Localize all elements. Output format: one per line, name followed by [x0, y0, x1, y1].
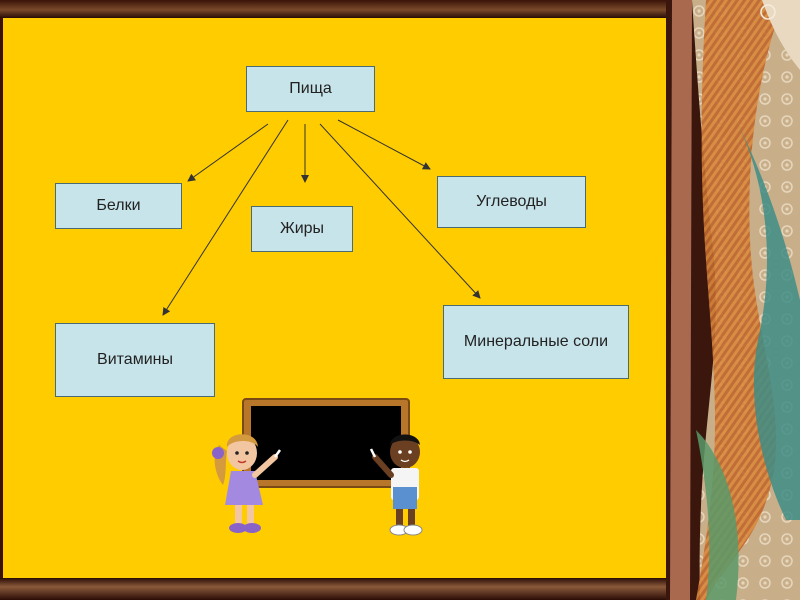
node-mineralnye-soli: Минеральные соли	[443, 305, 629, 379]
children-chalkboard-clipart	[212, 398, 423, 536]
frame-top-border	[0, 0, 672, 18]
node-belki: Белки	[55, 183, 182, 229]
node-uglevody: Углеводы	[437, 176, 586, 228]
node-zhiry: Жиры	[251, 206, 353, 252]
node-pishcha: Пища	[246, 66, 375, 112]
decorative-side-panel	[666, 0, 800, 600]
frame-left-border	[0, 0, 5, 600]
node-vitaminy: Витамины	[55, 323, 215, 397]
frame-bottom-border	[0, 578, 672, 600]
